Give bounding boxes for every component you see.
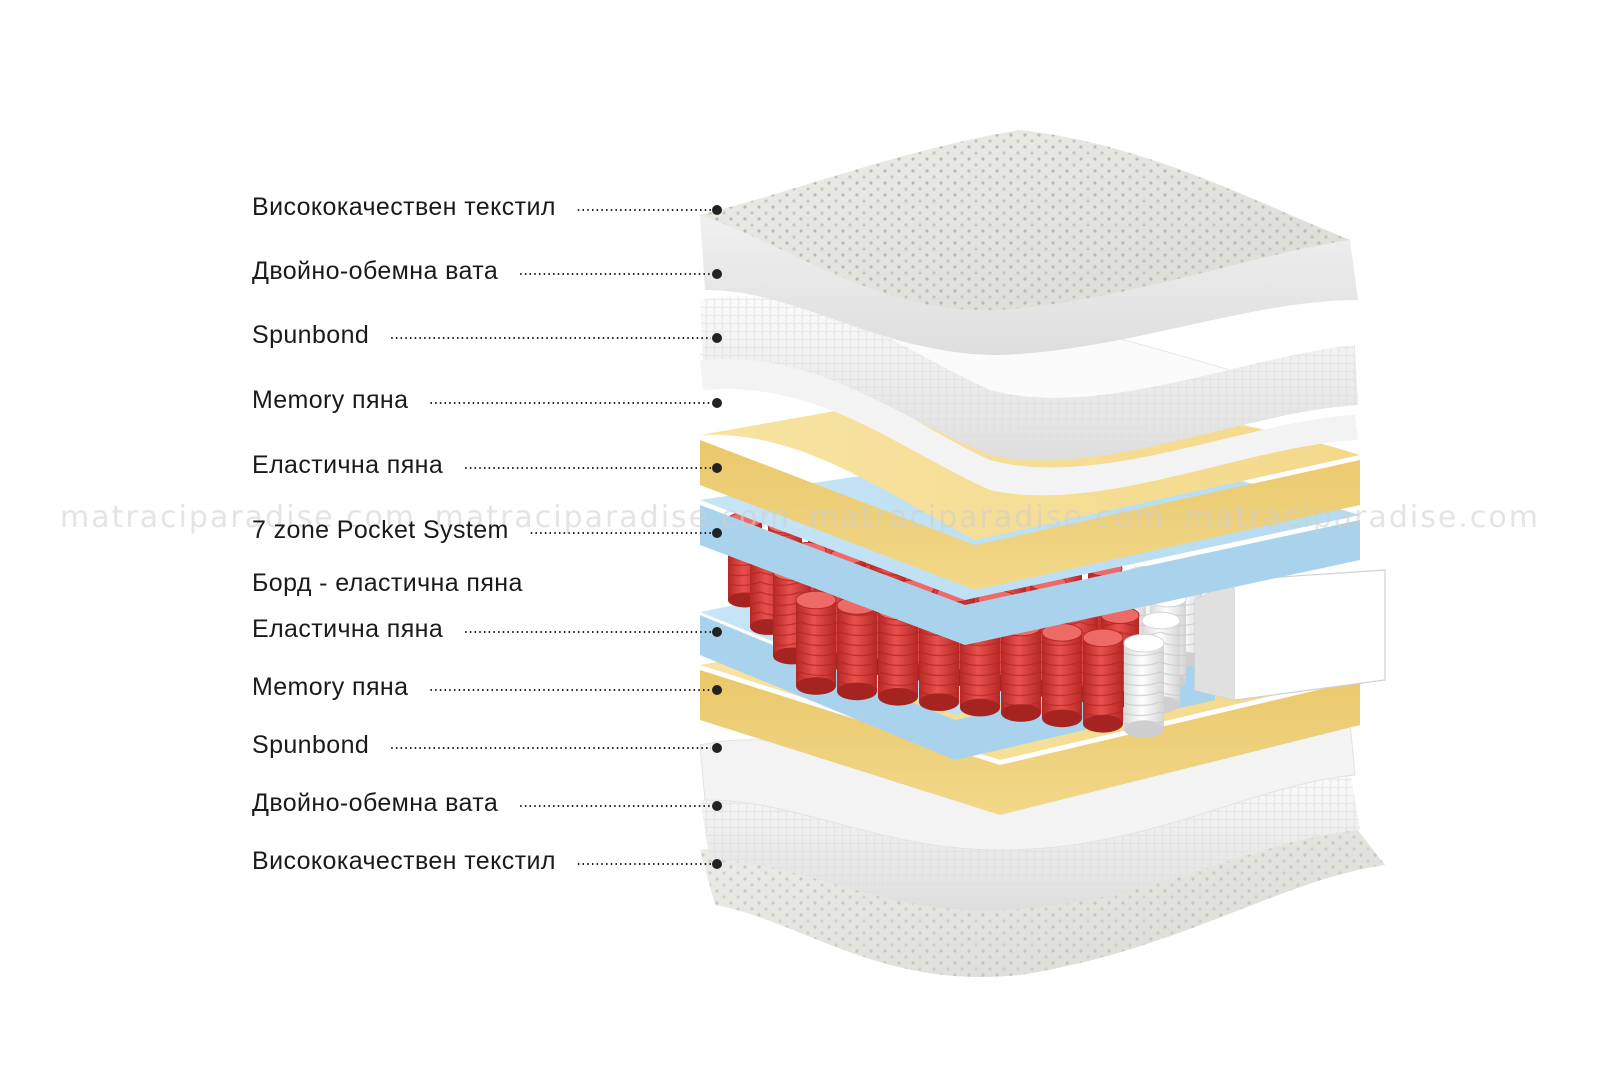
leader-dot [712, 269, 722, 279]
red-pocket-spring [1041, 623, 1083, 728]
red-pocket-spring [1000, 617, 1042, 722]
bottom-wadding-layer [700, 770, 1360, 911]
layer-label: Еластична пяна [252, 451, 444, 479]
layer-label: 7 zone Pocket System [252, 516, 509, 544]
layer-label: Spunbond [252, 321, 370, 349]
leader-dot [712, 528, 722, 538]
bord-foam-block [1194, 569, 1386, 701]
leader-dot [712, 743, 722, 753]
layer-label: Двойно-обемна вата [252, 257, 499, 285]
layer-label: Spunbond [252, 731, 370, 759]
leader-dot [712, 205, 722, 215]
red-pocket-spring [795, 590, 837, 695]
leader-dot [712, 333, 722, 343]
layer-label: Висококачествен текстил [252, 193, 556, 221]
leader-dot [712, 685, 722, 695]
top-textile-layer [700, 130, 1358, 355]
layer-label: Висококачествен текстил [252, 847, 556, 875]
leader-dot [712, 627, 722, 637]
leader-lines [391, 205, 722, 869]
leader-dot [712, 859, 722, 869]
layer-label: Борд - еластична пяна [252, 569, 523, 597]
leader-dot [712, 463, 722, 473]
white-pocket-spring [1123, 633, 1165, 738]
leader-dot [712, 398, 722, 408]
top-wadding-layer [700, 296, 1358, 461]
layer-label: Memory пяна [252, 386, 409, 414]
layer-label: Memory пяна [252, 673, 409, 701]
red-pocket-spring [1082, 628, 1124, 733]
layer-label: Еластична пяна [252, 615, 444, 643]
leader-dot [712, 801, 722, 811]
red-pocket-spring [836, 596, 878, 701]
layer-label: Двойно-обемна вата [252, 789, 499, 817]
